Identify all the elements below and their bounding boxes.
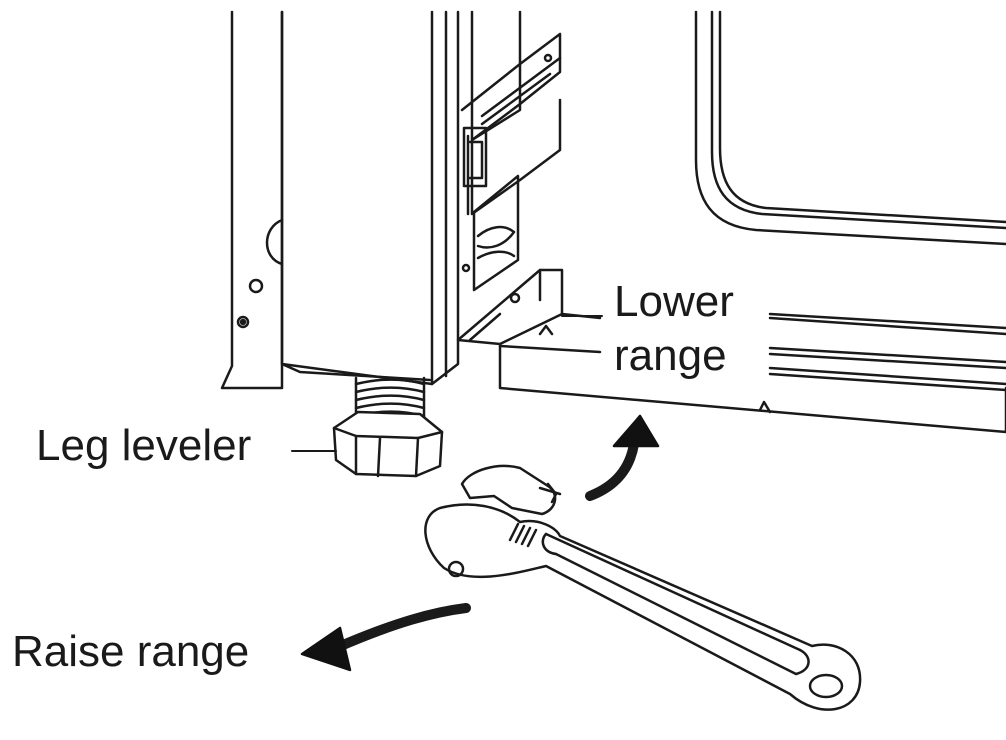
adjustable-wrench	[425, 466, 860, 710]
raise-direction-arrow	[302, 608, 466, 670]
oven-door	[500, 12, 1006, 432]
lower-range-label-line1: Lower	[614, 280, 734, 324]
lower-direction-arrow	[590, 416, 658, 496]
drawer-slide-rail	[462, 12, 560, 290]
leg-leveler	[334, 378, 442, 476]
range-side-panel	[222, 12, 458, 388]
raise-range-label: Raise range	[12, 630, 249, 674]
leg-leveler-label: Leg leveler	[36, 424, 251, 468]
lower-range-label-line2: range	[614, 334, 727, 378]
